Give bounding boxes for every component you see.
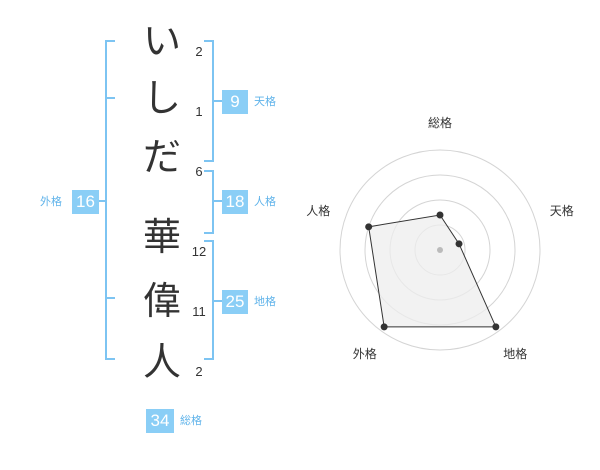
radar-point-2 [455,240,463,248]
stroke-count: 1 [195,104,203,119]
surname-char-1: い [142,19,181,63]
stroke-count: 12 [191,244,207,259]
chikaku-score: 25 [222,290,248,314]
stroke-count: 6 [195,164,203,179]
radar-axis-label-2: 天格 [549,203,574,218]
chikaku-label: 地格 [254,295,276,308]
bracket-tick [107,97,115,99]
jinkaku-label: 人格 [254,195,276,208]
bracket-tick [107,297,115,299]
tenkaku-label: 天格 [254,95,276,108]
tenkaku-bracket [204,40,214,162]
surname-char-3: だ [142,135,181,179]
radar-axis-label-1: 総格 [428,115,453,130]
radar-point-4 [380,323,388,331]
gaikaku-label: 外格 [40,195,62,208]
radar-point-1 [436,211,444,219]
radar-score-polygon [368,214,497,328]
gaikaku-score: 16 [72,190,99,214]
radar-point-3 [492,323,500,331]
tenkaku-score: 9 [222,90,248,114]
radar-axis-label-3: 地格 [503,347,528,362]
jinkaku-bracket [204,170,214,234]
radar-axis-label-4: 外格 [352,347,377,362]
chikaku-bracket [204,240,214,360]
radar-grid-ring [339,149,541,351]
bracket-connector [99,200,107,202]
soukaku-score: 34 [146,409,174,433]
radar-point-5 [365,223,373,231]
given-char-2: 偉 [142,279,181,323]
bracket-connector [214,300,222,302]
given-char-1: 華 [142,215,181,259]
surname-char-2: し [142,76,181,120]
jinkaku-score: 18 [222,190,248,214]
bracket-connector [214,100,222,102]
stroke-count: 2 [195,364,203,379]
given-char-3: 人 [142,340,181,384]
radar-axis-label-5: 人格 [306,203,331,218]
stroke-count: 2 [195,44,203,59]
soukaku-label: 総格 [180,414,202,427]
radar-center-dot [437,247,443,253]
bracket-connector [214,200,222,202]
stroke-count: 11 [192,304,206,319]
